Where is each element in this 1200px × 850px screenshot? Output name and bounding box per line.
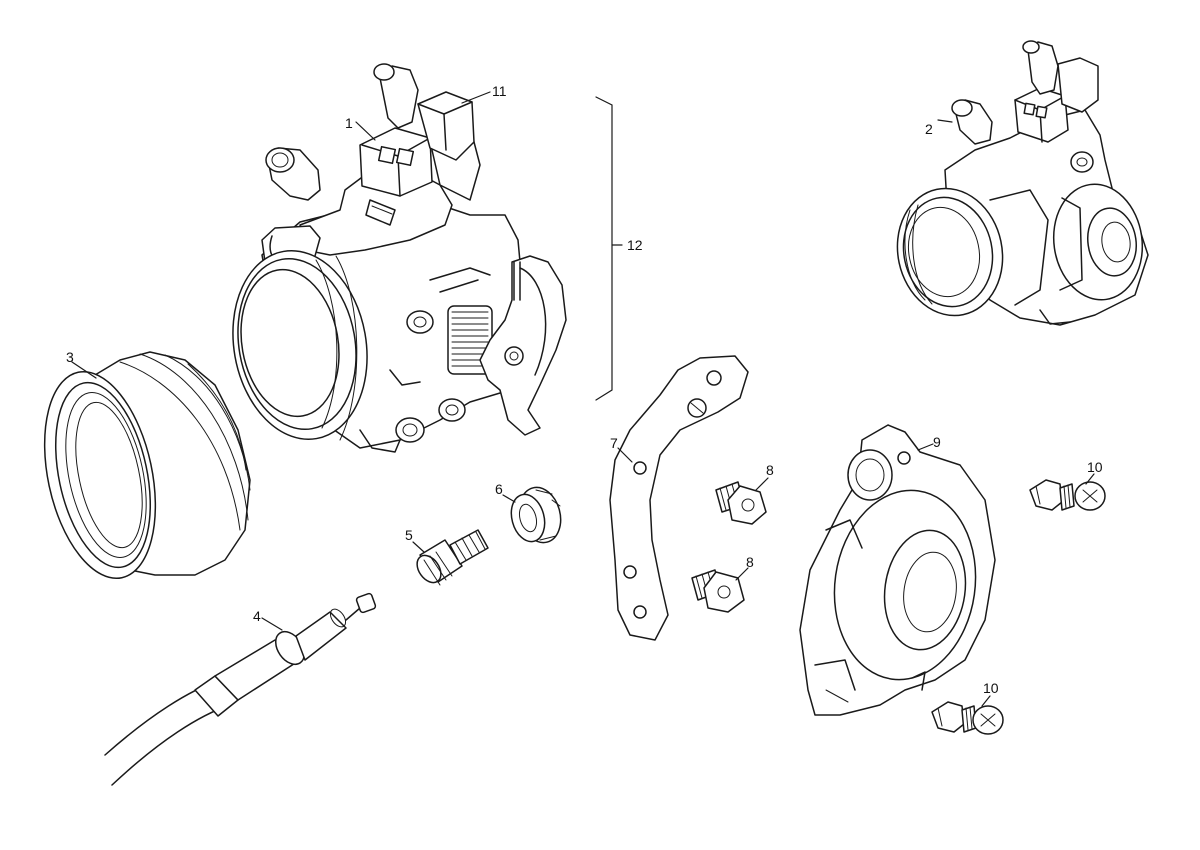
leader-8-lower (735, 567, 749, 581)
callout-5: 5 (405, 527, 413, 543)
cable-adjuster (416, 529, 489, 586)
callout-12: 12 (627, 237, 643, 253)
throttle-body-small (896, 40, 1149, 326)
leader-11 (461, 91, 491, 104)
leader-3 (71, 361, 97, 379)
assembly-bracket-12 (595, 96, 613, 401)
callout-10-lower: 10 (983, 680, 999, 696)
callout-8-lower: 8 (746, 554, 754, 570)
callout-10-upper: 10 (1087, 459, 1103, 475)
flange-screw-lower (691, 569, 745, 613)
callout-1: 1 (345, 115, 353, 131)
callout-4: 4 (253, 608, 261, 624)
leader-10-upper (1085, 473, 1095, 485)
clip-screw-lower (931, 701, 1004, 735)
lock-nut (510, 486, 562, 544)
callout-labels: 1 2 3 4 5 6 7 8 8 9 10 10 11 12 (66, 83, 1103, 696)
throttle-body-main (232, 63, 567, 453)
leader-5 (412, 541, 425, 553)
bracket-plate (609, 355, 749, 641)
clip-screw-upper (1029, 479, 1106, 511)
throttle-cable (104, 592, 377, 786)
leader-8-upper (755, 477, 769, 491)
leader-7 (617, 447, 633, 463)
throttle-cover (799, 424, 996, 716)
callout-11: 11 (492, 83, 507, 99)
callout-7: 7 (610, 435, 618, 451)
leader-9 (917, 443, 934, 451)
callout-8-upper: 8 (766, 462, 774, 478)
leader-1 (355, 121, 376, 141)
callout-2: 2 (925, 121, 933, 137)
callout-9: 9 (933, 434, 941, 450)
throttle-cam-lever (479, 255, 567, 436)
intake-sleeve (43, 351, 251, 580)
flange-screw-upper (715, 481, 767, 525)
leader-4 (261, 617, 283, 631)
leader-6 (502, 494, 516, 503)
leader-10-lower (981, 695, 991, 707)
callout-3: 3 (66, 349, 74, 365)
leader-2 (937, 119, 953, 123)
callout-6: 6 (495, 481, 503, 497)
